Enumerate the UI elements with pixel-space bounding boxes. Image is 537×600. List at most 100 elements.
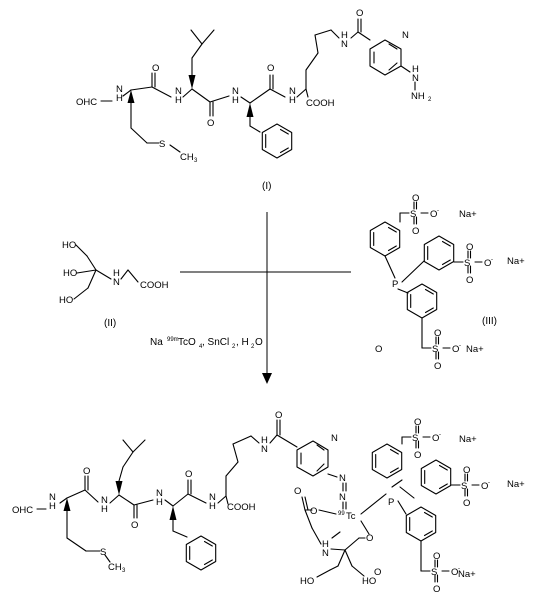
reagent-pertechnetate: TcO [178,337,196,348]
sodium-label: Na+ [459,209,477,220]
oxygen-label: O [451,567,458,578]
oxygen-label: O [463,465,470,476]
sulfur-label: S [410,209,416,220]
product-phenyl-ring [185,535,217,571]
nh-label: N [322,548,329,559]
oxygen-label: O [430,209,437,220]
reagent-isotope: 99m [167,337,179,343]
methyl-subscript: 3 [122,568,126,574]
compound-I-bonds [100,18,416,153]
oxygen-label: O [433,551,440,562]
reagent-subscript: 2 [232,344,236,350]
hydroxyl-label: HO [59,295,73,306]
methyl-label: CH [180,152,194,163]
oxygen-label: O [466,275,473,286]
phosphorus-label: P [392,279,398,290]
oxygen-label: O [275,410,282,421]
sulfonate-charge: - [437,208,439,214]
h-label: H [341,30,348,41]
h-label: H [322,539,329,550]
sulfur-label: S [100,547,106,558]
h-label: H [289,95,296,106]
hydroxyl-label: HO [362,576,376,587]
compound-III-label: (III) [482,316,497,327]
oxygen-label: O [374,567,381,578]
oxygen-label: O [294,486,301,497]
nh-label: N [175,86,182,97]
sulfonate-charge: - [439,432,441,438]
compound-I-atom-labels: OHC N H O S CH 3 N H O N H O N H COOH H … [76,8,432,164]
nh2-subscript: 2 [428,97,432,103]
oxygen-label: O [366,533,373,544]
oxygen-label: O [356,8,363,19]
oxygen-label: O [463,498,470,509]
reagent-sodium: Na [150,337,163,348]
nh-label: N [209,492,216,503]
nh-label: N [113,277,120,288]
sodium-label: Na+ [466,344,484,355]
sodium-label: Na+ [458,569,476,580]
oxygen-label: O [83,466,90,477]
product-atom-labels: OHC N H O S CH 3 N H O N H O N H COOH H … [12,410,525,595]
h-label: H [232,95,239,106]
h-label: H [261,435,268,446]
sulfonate-charge: - [491,257,493,263]
sulfophenyl-ring [369,221,401,257]
oxygen-label: O [466,242,473,253]
product-sulfophenyl-ring [405,506,437,542]
product-sulfophenyl-ring [371,443,403,479]
formyl-label: OHC [76,97,97,108]
oxygen-label: O [412,193,419,204]
nh-label: N [232,86,239,97]
h-label: H [113,268,120,279]
oxygen-label: O [414,417,421,428]
product-bonds [36,419,415,578]
compound-I: OHC N H O S CH 3 N H O N H O N H COOH H … [76,8,432,192]
sodium-label: Na+ [507,256,525,267]
methyl-subscript: 3 [194,158,198,164]
oxygen-label: O [434,361,441,372]
h-label: H [156,497,163,508]
pyridine-n-label: N [402,30,409,41]
sulfur-label: S [431,567,437,578]
reaction-arrowhead [262,373,272,384]
oxygen-label: O [434,328,441,339]
hydroxyl-label: HO [62,240,76,251]
cooh-label: COOH [306,98,335,109]
h-label: H [209,501,216,512]
hydroxyl-label: HO [63,268,77,279]
sulfophenyl-ring [406,283,438,319]
nh-label: N [261,444,268,455]
sulfonate-charge: - [459,343,461,349]
nh-label: N [156,488,163,499]
sodium-label: Na+ [507,479,525,490]
sulfophenyl-ring [423,235,455,271]
oxygen-label: O [207,118,214,129]
oxygen-label: O [310,506,317,517]
reagent-subscript: 2 [251,344,255,350]
technetium-isotope: 99 [338,511,345,517]
h-label: H [175,95,182,106]
oxygen-label: O [412,226,419,237]
h-label: H [49,501,56,512]
technetium-label: Tc [346,511,356,522]
compound-I-phenyl-ring [261,123,293,159]
compound-I-pyridine-ring [369,39,402,76]
product-sulfophenyl-ring [420,459,452,495]
oxygen-label: O [131,520,138,531]
cooh-label: COOH [227,502,256,513]
oxygen-label: O [414,450,421,461]
oxygen-label: O [152,63,159,74]
compound-I-label: (I) [262,181,271,192]
compound-II-label: (II) [104,318,116,329]
oxygen-label: O [185,469,192,480]
compound-III: P S O O O - Na+ S O O O - Na+ S O O O - … [369,193,525,372]
product-complex: OHC N H O S CH 3 N H O N H O N H COOH H … [12,410,525,595]
reagent-subscript: 4 [199,344,203,350]
nh-label: N [49,492,56,503]
oxygen-label: O [433,584,440,595]
nh-label: N [341,39,348,50]
hydrazine-n-label: N [412,73,419,84]
phosphorus-label: P [388,497,394,508]
